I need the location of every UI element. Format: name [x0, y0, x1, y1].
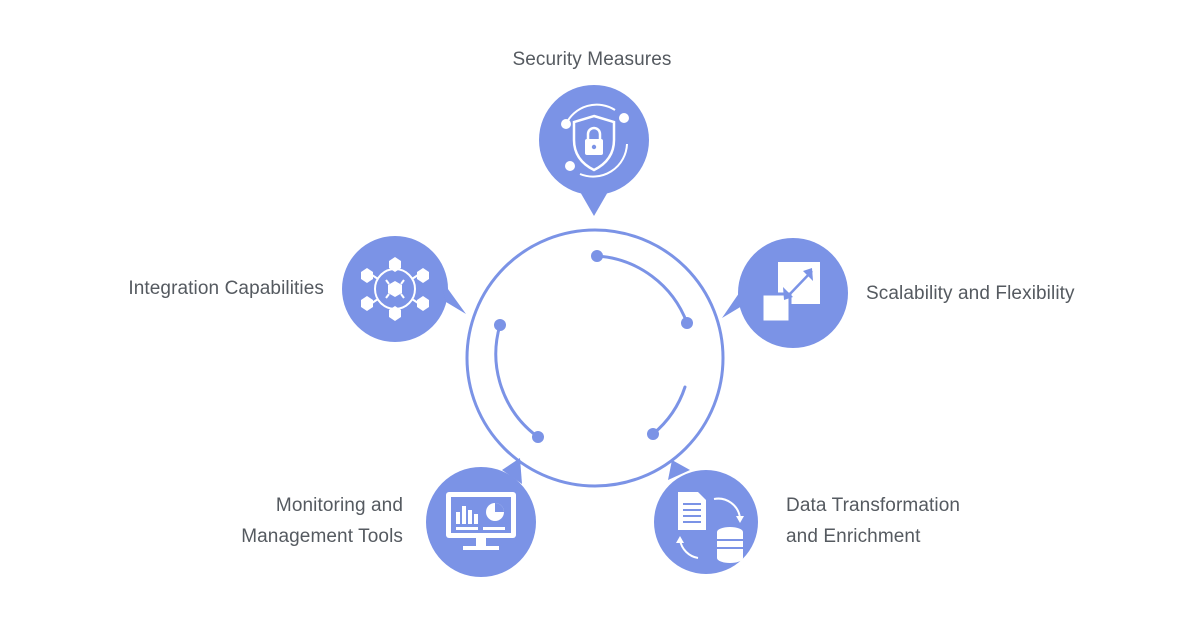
scalability-label: Scalability and Flexibility [866, 278, 1075, 309]
arc-dot [591, 250, 603, 262]
integration-label-text: Integration Capabilities [128, 278, 324, 299]
data-label-line2: and Enrichment [786, 526, 921, 547]
monitor-dashboard-icon [446, 492, 516, 550]
inner-arcs [494, 254, 689, 439]
hexagon-nodes [361, 257, 429, 321]
arc-dot [647, 428, 659, 440]
node-data [654, 460, 758, 574]
data-label-line1: Data Transformation [786, 495, 961, 516]
arc-dot [494, 319, 506, 331]
shield-lock-icon [561, 103, 629, 178]
inner-arc-bottom-left [494, 323, 540, 439]
arc-dot [681, 317, 693, 329]
monitoring-label-line1: Monitoring and [275, 495, 403, 516]
scalability-label-text: Scalability and Flexibility [866, 283, 1075, 304]
document-database-cycle-icon [676, 492, 744, 563]
node-integration [342, 236, 466, 342]
inner-arc-top-right [595, 254, 689, 325]
resize-arrows-icon [760, 262, 820, 324]
arc-dots [494, 250, 693, 443]
monitoring-label: Monitoring and Management Tools [163, 490, 403, 552]
node-monitoring [426, 458, 536, 577]
node-scalability [722, 238, 848, 348]
node-security [539, 85, 649, 216]
integration-label: Integration Capabilities [84, 273, 324, 304]
outer-ring [465, 228, 725, 488]
data-label: Data Transformation and Enrichment [786, 490, 960, 552]
security-label-text: Security Measures [512, 49, 672, 70]
security-label: Security Measures [472, 44, 712, 75]
arc-dot [532, 431, 544, 443]
monitoring-label-line2: Management Tools [241, 526, 403, 547]
inner-arc-bottom-right [651, 385, 687, 436]
